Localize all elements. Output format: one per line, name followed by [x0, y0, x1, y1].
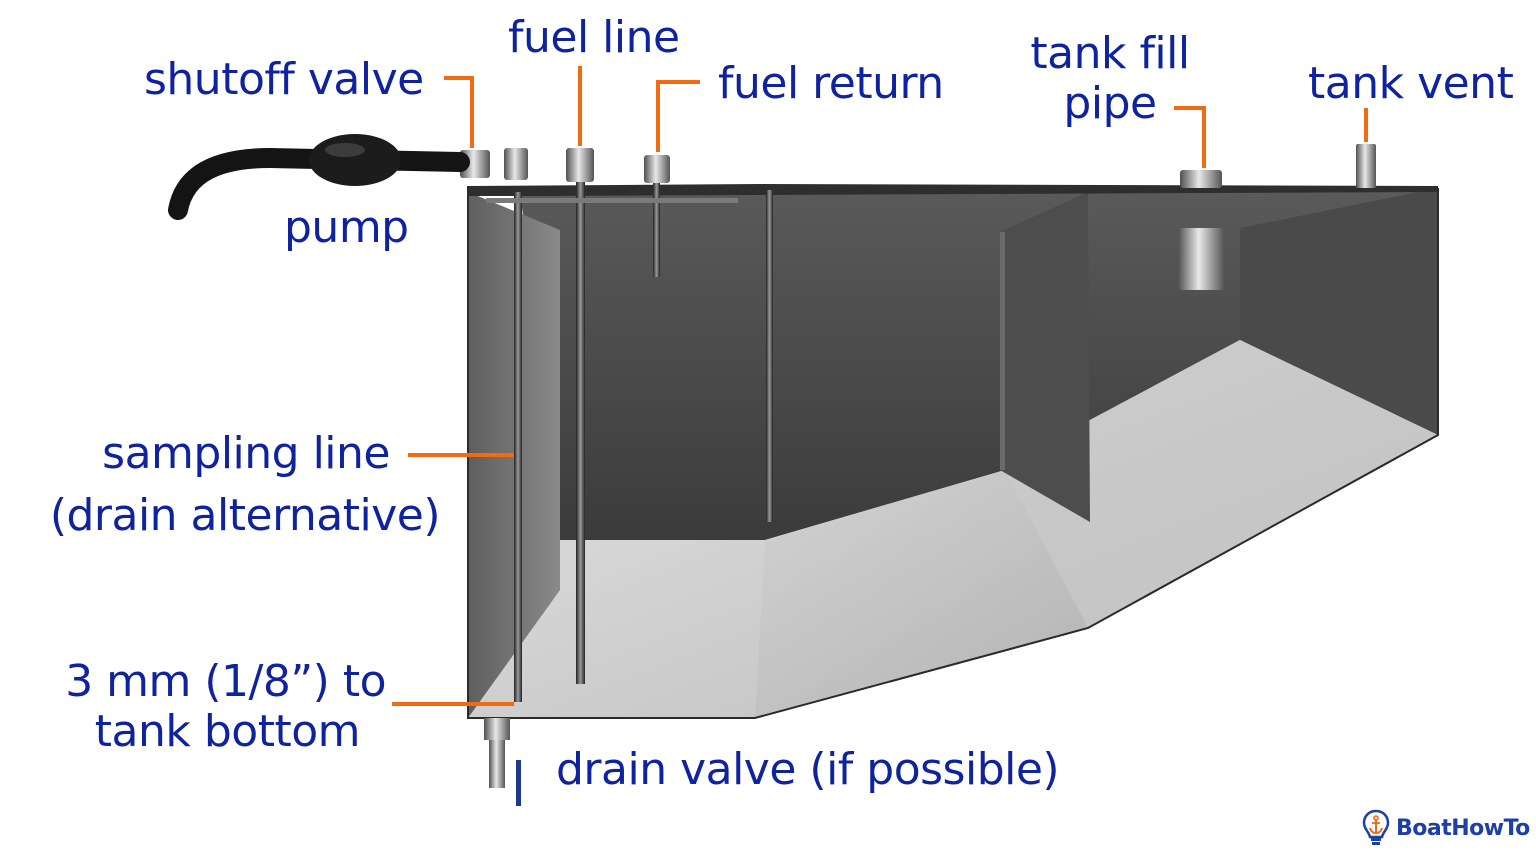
- tank-outline: [467, 186, 1439, 719]
- fuel-return-pipe: [653, 182, 660, 277]
- label-bottom-gap-line1: 3 mm (1/8”) to: [65, 656, 386, 707]
- vent-inner-pipe: [766, 190, 773, 522]
- leader-fuel-return: [656, 80, 700, 152]
- fuel-tank: [467, 184, 1439, 719]
- pump-assembly: [168, 134, 470, 220]
- logo-text: BoatHowTo: [1396, 815, 1530, 841]
- label-pump: pump: [284, 202, 409, 253]
- drain-valve-nipple: [489, 740, 505, 788]
- tank-baffle-left: [1000, 192, 1090, 522]
- tank-fill-cap: [1180, 170, 1222, 188]
- hose: [168, 147, 470, 220]
- label-tank-fill-pipe-line2: pipe: [1063, 78, 1157, 129]
- sampling-line-pipe: [514, 192, 522, 702]
- fill-pipe-inner: [1178, 228, 1224, 290]
- label-sampling-line-line1: sampling line: [102, 428, 390, 479]
- drain-valve-body: [484, 718, 510, 740]
- lightbulb-anchor-icon: [1362, 809, 1390, 845]
- top-manifold: [486, 198, 738, 203]
- pump-bulb-highlight: [325, 143, 365, 157]
- label-fuel-line: fuel line: [508, 12, 680, 63]
- label-shutoff-valve: shutoff valve: [144, 54, 424, 105]
- drain-valve-handle: [516, 760, 521, 806]
- drain-valve: [484, 718, 521, 806]
- fuel-line-pickup-pipe: [576, 182, 585, 684]
- tank-vent-fitting: [1356, 144, 1376, 188]
- label-sampling-line-line2: (drain alternative): [49, 490, 441, 541]
- sampling-fitting: [504, 148, 528, 180]
- leader-tank-fill-pipe: [1174, 106, 1206, 168]
- label-drain-valve: drain valve (if possible): [556, 744, 1060, 795]
- fuel-line-fitting: [566, 148, 594, 182]
- leader-shutoff-valve: [444, 76, 474, 148]
- leader-lines: [392, 66, 1368, 706]
- tank-floor-slope: [755, 470, 1088, 718]
- label-fuel-return: fuel return: [718, 58, 944, 109]
- label-bottom-gap-line2: tank bottom: [94, 706, 361, 757]
- boathowto-logo: BoatHowTo: [1362, 808, 1530, 848]
- fuel-return-fitting: [644, 155, 670, 183]
- pump-bulb: [309, 134, 401, 186]
- tank-baffle-left-edge: [1000, 232, 1005, 470]
- tank-floor-slope-right: [1005, 340, 1438, 628]
- tank-right-wall: [1240, 188, 1438, 435]
- label-tank-vent: tank vent: [1308, 58, 1514, 109]
- label-tank-fill-pipe-line1: tank fill: [1030, 28, 1190, 79]
- top-fittings: [460, 144, 1376, 188]
- internal-pipes: [486, 182, 1224, 702]
